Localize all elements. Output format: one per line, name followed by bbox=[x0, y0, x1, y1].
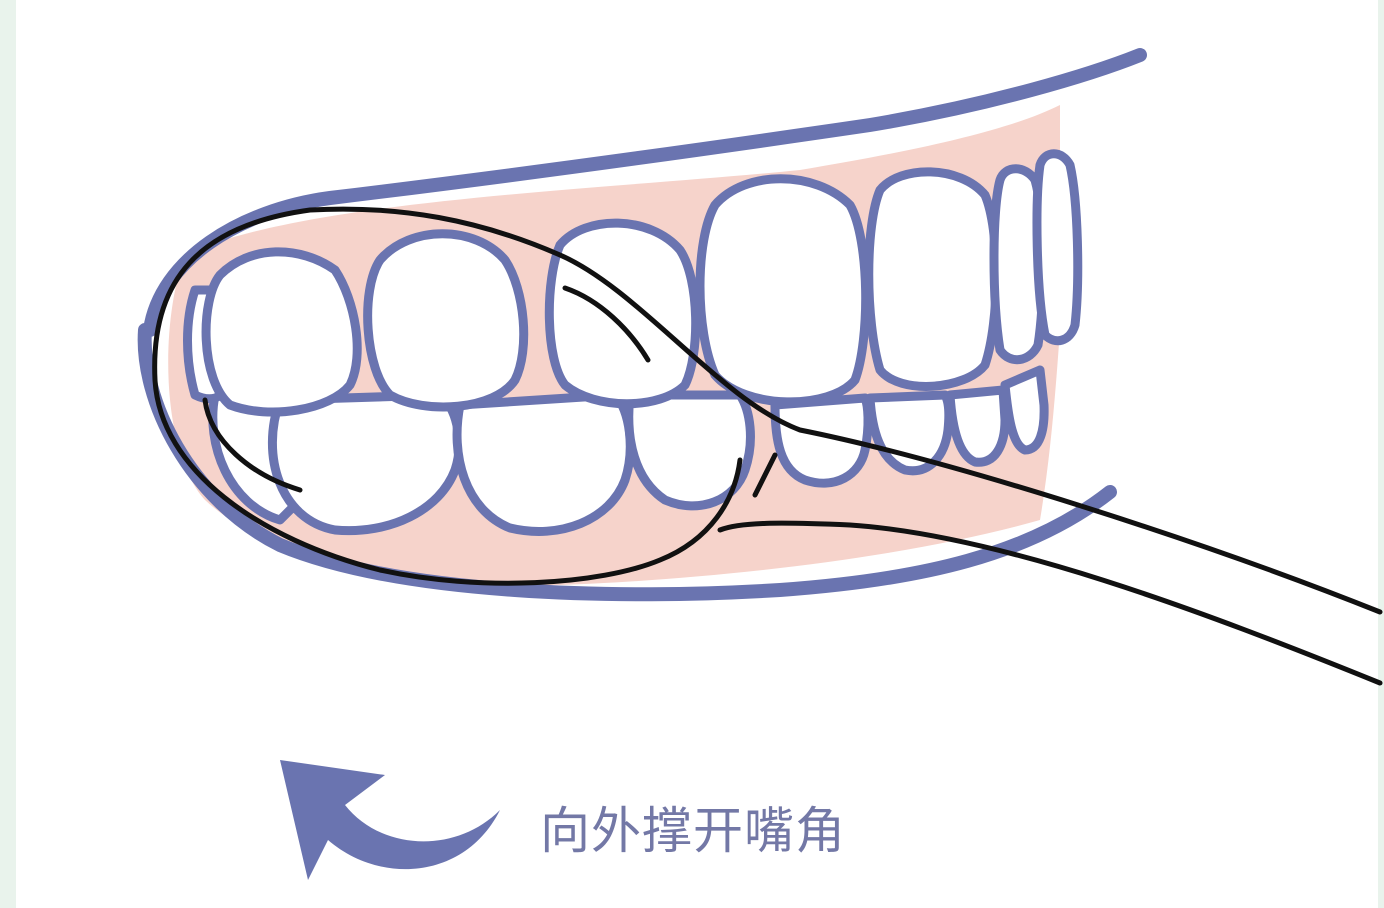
upper-tooth-5 bbox=[864, 167, 1001, 391]
lower-tooth-8 bbox=[1000, 365, 1049, 455]
lower-tooth-7 bbox=[945, 385, 1010, 467]
retractor-inner-bar-left bbox=[202, 397, 303, 493]
lower-tooth-3 bbox=[452, 390, 635, 536]
retractor-inner-bar-upper bbox=[562, 285, 651, 363]
upper-tooth-2 bbox=[363, 229, 529, 412]
upper-tooth-7 bbox=[1032, 149, 1083, 346]
upper-tooth-3 bbox=[544, 218, 701, 409]
upper-lip-outline bbox=[143, 48, 1147, 337]
upper-tooth-1 bbox=[201, 247, 362, 417]
lower-teeth bbox=[208, 365, 1049, 536]
upper-tooth-4 bbox=[695, 174, 871, 407]
upper-tooth-6 bbox=[989, 164, 1048, 364]
retractor-tip bbox=[752, 452, 778, 498]
retractor-loop-outer bbox=[152, 206, 1383, 615]
upper-teeth bbox=[183, 149, 1083, 417]
lower-tooth-4 bbox=[624, 390, 755, 511]
cheek-retractor-icon bbox=[152, 206, 1383, 686]
curved-arrow-up-left-icon bbox=[280, 760, 500, 880]
caption-text: 向外撑开嘴角 bbox=[540, 802, 846, 860]
retractor-loop-inner bbox=[717, 520, 1383, 686]
